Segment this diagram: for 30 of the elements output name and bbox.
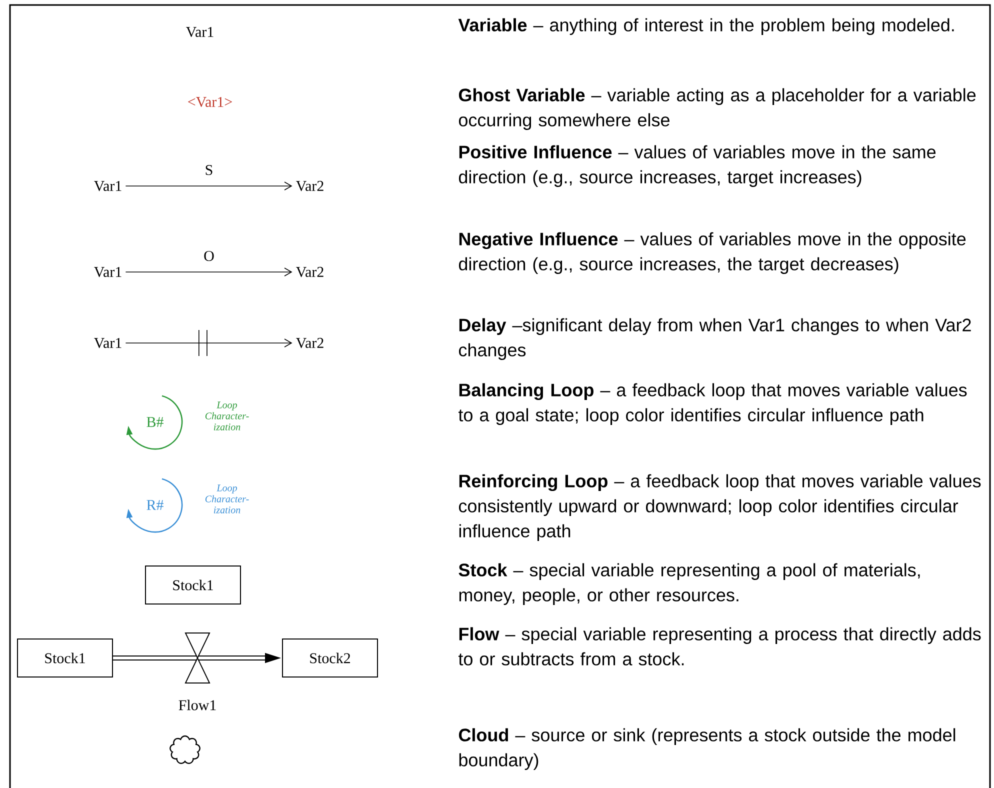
edge-label: Flow1 — [177, 698, 218, 712]
description-text: Flow – special variable representing a process that directly adds to or subtracts from a stock. — [458, 627, 981, 666]
variable-name: Var2 — [296, 266, 324, 278]
loop-caption: Loop Character- ization — [205, 484, 249, 514]
variable-name: Var1 — [94, 180, 122, 192]
stock-box: Stock1 — [145, 566, 241, 604]
variable-name: Var1 — [186, 26, 214, 38]
influence-arrow — [125, 338, 292, 348]
description-text: Negative Influence – values of variables move in the opposite direction (e.g., source increases, the target decreases) — [458, 232, 966, 274]
description-text: Delay –significant delay from when Var1 changes to when Var2 changes — [458, 318, 971, 360]
edge-label: O — [202, 250, 216, 262]
ghost-variable: <Var1> — [188, 96, 232, 108]
variable-name: Var1 — [94, 338, 122, 348]
variable-name: Var2 — [296, 338, 324, 348]
loop-caption: Loop Character- ization — [205, 402, 249, 430]
variable-name: Var2 — [296, 180, 324, 192]
variable-name: Var1 — [94, 266, 122, 278]
description-text: Reinforcing Loop – a feedback loop that moves variable values consistently upward or downward; loop color identifies circular influence path — [458, 474, 981, 541]
influence-arrow — [125, 182, 292, 190]
description-text: Variable – anything of interest in the problem being modeled. — [458, 18, 954, 35]
stock-box: Stock1 — [17, 638, 113, 678]
cloud-symbol — [170, 735, 200, 764]
stock-box: Stock2 — [282, 638, 378, 678]
edge-label: S — [204, 164, 214, 176]
influence-arrow — [125, 268, 292, 276]
description-text: Ghost Variable – variable acting as a placeholder for a variable occurring somewhere else — [458, 88, 976, 130]
description-text: Positive Influence – values of variables move in the same direction (e.g., source increases, target increases) — [458, 145, 936, 187]
description-text: Stock – special variable representing a pool of materials, money, people, or other resources. — [458, 563, 920, 605]
description-text: Balancing Loop – a feedback loop that moves variable values to a goal state; loop color identifies circular influence path — [458, 383, 967, 425]
description-text: Cloud – source or sink (represents a stock outside the model boundary) — [458, 728, 956, 770]
